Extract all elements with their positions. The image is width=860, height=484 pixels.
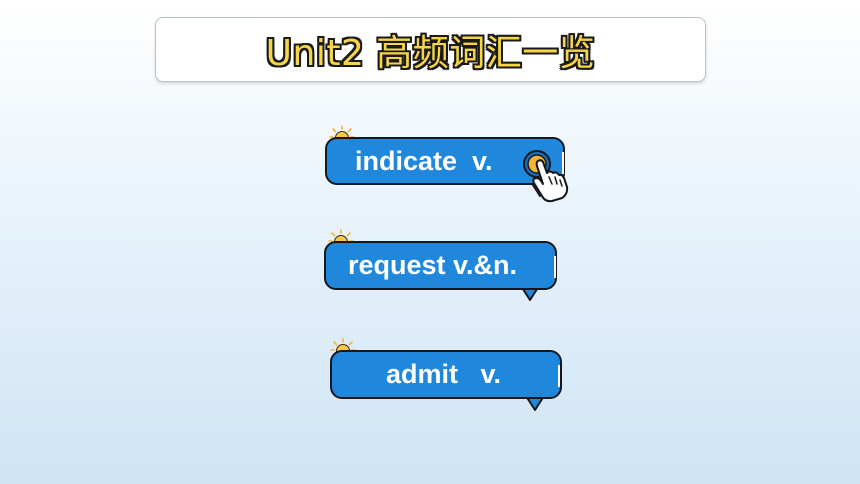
word-bubble[interactable]: request v.&n. xyxy=(324,241,557,290)
word-bubble[interactable]: indicate v. xyxy=(325,137,565,185)
word-card-request[interactable]: request v.&n. xyxy=(324,229,559,303)
word-bubble[interactable]: admit v. xyxy=(330,350,562,399)
word-label: indicate v. xyxy=(355,145,493,176)
text-caret xyxy=(562,152,564,174)
word-label: request v.&n. xyxy=(348,250,518,280)
title-banner: Unit2 高频词汇一览 xyxy=(155,17,706,82)
word-card-admit[interactable]: admit v. xyxy=(330,338,565,412)
pointing-hand-icon xyxy=(523,150,569,203)
text-caret xyxy=(558,365,560,387)
page-title: Unit2 高频词汇一览 xyxy=(265,32,596,74)
text-caret xyxy=(554,256,556,278)
word-card-indicate[interactable]: indicate v. xyxy=(325,125,570,203)
word-label: admit v. xyxy=(386,359,502,389)
